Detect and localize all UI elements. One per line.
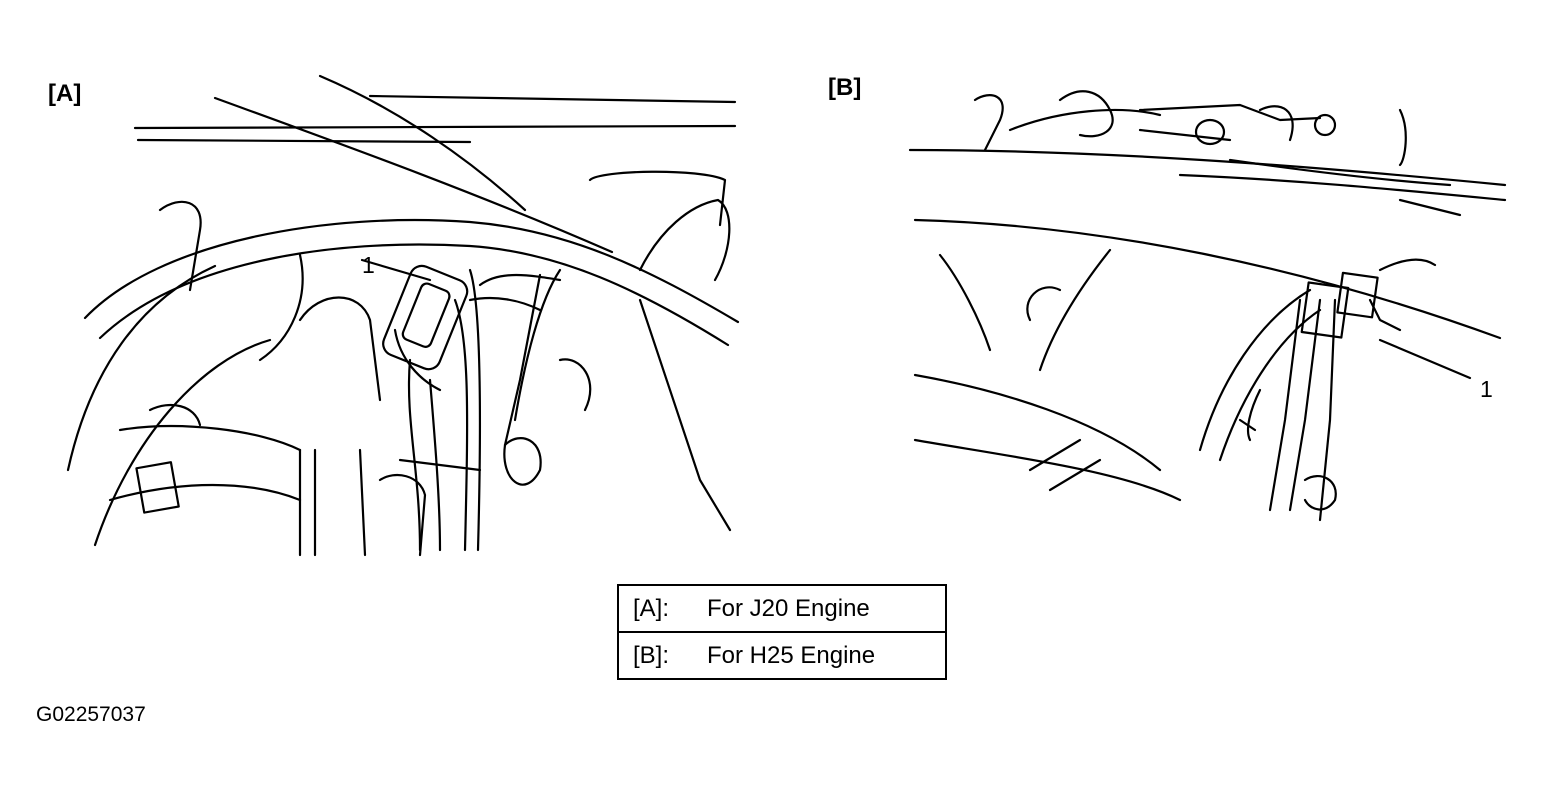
- panel-b-drawing: [908, 90, 1507, 522]
- panel-a-connector-callout: 1: [362, 252, 375, 278]
- engine-legend: [A]: For J20 Engine [B]: For H25 Engine: [617, 584, 947, 680]
- panel-b-connector-callout: 1: [1480, 376, 1493, 402]
- legend-key: [B]:: [633, 641, 670, 669]
- legend-description: For H25 Engine: [707, 641, 876, 669]
- legend-row-b: [B]: For H25 Engine: [619, 631, 945, 678]
- panel-a-label: [A]: [48, 80, 82, 107]
- legend-row-a: [A]: For J20 Engine: [619, 586, 945, 631]
- legend-description: For J20 Engine: [707, 594, 870, 622]
- figure-id: G02257037: [36, 703, 146, 726]
- legend-key: [A]:: [633, 594, 670, 622]
- panel-a-drawing: [66, 74, 740, 557]
- panel-b-label: [B]: [828, 74, 862, 101]
